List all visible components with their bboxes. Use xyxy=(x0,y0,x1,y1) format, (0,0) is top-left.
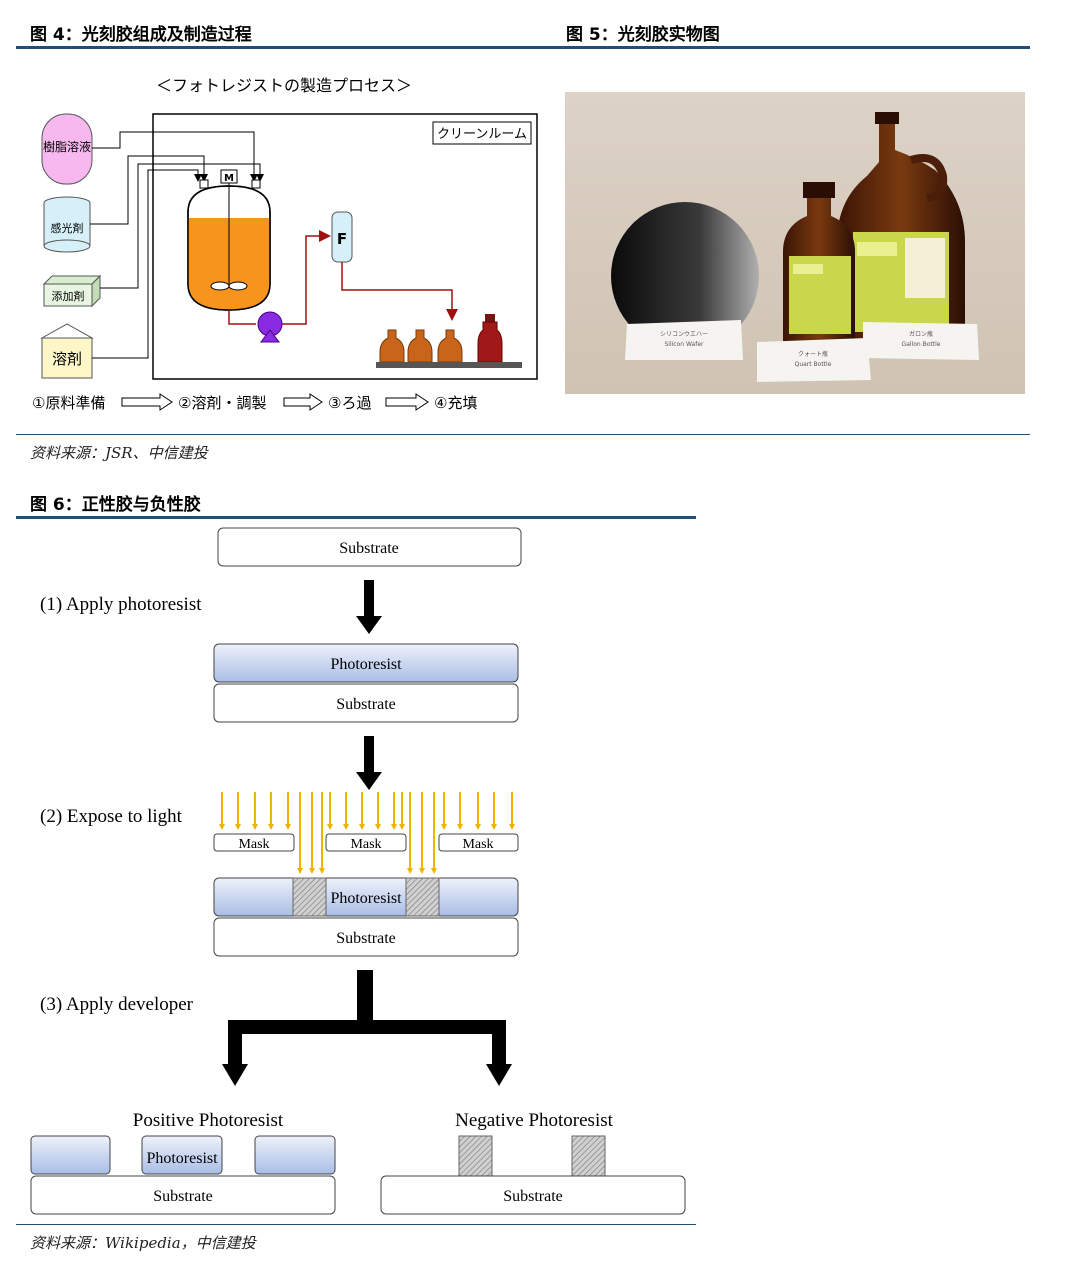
source2: 资料来源：Wikipedia，中信建投 xyxy=(30,1234,256,1252)
card-quart xyxy=(757,338,871,382)
filled-bottles xyxy=(379,314,503,363)
positive-substrate xyxy=(30,1175,336,1215)
step-3: ③ろ過 xyxy=(328,394,371,412)
fig5-product-photo: シリコンウエハー Silicon Wafer クォート瓶 Quart Bottl… xyxy=(565,92,1025,394)
photoresist-layer-2 xyxy=(213,877,519,917)
silicon-wafer xyxy=(611,202,759,350)
step-4: ④充填 xyxy=(434,394,477,412)
substrate-2 xyxy=(213,917,519,957)
arrow-down-1 xyxy=(356,616,382,634)
clean-room-label: クリーンルーム xyxy=(437,127,527,142)
svg-text:Substrate: Substrate xyxy=(153,1188,213,1205)
resin-solution-label: 樹脂溶液 xyxy=(43,139,91,154)
svg-text:Substrate: Substrate xyxy=(339,540,399,557)
svg-text:Photoresist: Photoresist xyxy=(146,1150,218,1167)
svg-text:Substrate: Substrate xyxy=(336,930,396,947)
svg-text:Gallon Bottle: Gallon Bottle xyxy=(902,341,941,348)
fig4-process-diagram: ＜フォトレジストの製造プロセス＞ クリーンルーム 樹脂溶液 感光剤 添加剤 溶剤… xyxy=(32,76,538,412)
branch-arrow xyxy=(222,970,512,1086)
fig6-diagram: Substrate (1) Apply photoresist Photores… xyxy=(30,527,686,1215)
photosensitizer-label: 感光剤 xyxy=(51,221,84,235)
clean-room-box xyxy=(152,113,538,380)
step-1: ①原料準備 xyxy=(32,394,105,412)
feed-line-photosensitizer xyxy=(90,155,208,225)
svg-text:Quart Bottle: Quart Bottle xyxy=(795,361,832,368)
svg-text:クォート瓶: クォート瓶 xyxy=(798,350,828,358)
arrow-down-2 xyxy=(356,772,382,790)
svg-text:Photoresist: Photoresist xyxy=(330,890,402,907)
svg-text:Mask: Mask xyxy=(350,837,381,852)
resin-solution-tank xyxy=(41,113,93,185)
conveyor xyxy=(376,362,522,368)
positive-resist-right xyxy=(254,1135,336,1175)
svg-text:Photoresist: Photoresist xyxy=(330,656,402,673)
feed-line-resin xyxy=(92,131,258,182)
substrate-initial xyxy=(217,527,522,567)
source1: 资料来源：JSR、中信建投 xyxy=(30,444,208,462)
negative-resist-left xyxy=(458,1135,493,1177)
positive-resist-left xyxy=(30,1135,111,1175)
fig4-diagram-title: ＜フォトレジストの製造プロセス＞ xyxy=(156,76,412,95)
card-wafer xyxy=(625,320,743,360)
substrate-1 xyxy=(213,683,519,723)
light-rays xyxy=(221,792,513,870)
negative-label: Negative Photoresist xyxy=(455,1110,614,1131)
clean-room-label-box xyxy=(432,121,532,145)
svg-text:Silicon Wafer: Silicon Wafer xyxy=(665,341,705,348)
negative-resist-right xyxy=(571,1135,606,1177)
source2-rule xyxy=(16,1224,696,1225)
step-2: ②溶剤・調製 xyxy=(178,394,266,412)
line-to-bottles xyxy=(341,262,458,321)
mask-left xyxy=(213,833,295,852)
svg-text:Mask: Mask xyxy=(238,837,269,852)
negative-substrate xyxy=(380,1175,686,1215)
svg-text:Substrate: Substrate xyxy=(503,1188,563,1205)
fig6-rule xyxy=(16,516,696,519)
positive-resist-center xyxy=(141,1135,223,1175)
mask-right xyxy=(438,833,519,852)
additive-label: 添加剤 xyxy=(52,289,85,303)
exposed-region-right xyxy=(405,877,440,917)
svg-text:M: M xyxy=(224,173,234,184)
photosensitizer-drum xyxy=(44,203,90,246)
card-gallon xyxy=(863,322,979,360)
line-to-pump xyxy=(228,310,256,325)
svg-text:シリコンウエハー: シリコンウエハー xyxy=(660,330,708,338)
svg-text:ガロン瓶: ガロン瓶 xyxy=(909,330,933,338)
svg-text:Substrate: Substrate xyxy=(336,696,396,713)
header-rule xyxy=(16,46,1030,49)
positive-label: Positive Photoresist xyxy=(133,1110,284,1131)
step2-label: (2) Expose to light xyxy=(40,806,183,827)
step1-label: (1) Apply photoresist xyxy=(40,594,202,615)
photoresist-layer-1 xyxy=(213,643,519,683)
step3-label: (3) Apply developer xyxy=(40,994,194,1015)
solvent-label: 溶剤 xyxy=(52,350,82,368)
svg-text:F: F xyxy=(337,230,347,248)
line-to-filter xyxy=(282,230,331,325)
feed-line-additive xyxy=(100,163,264,289)
mask-center xyxy=(325,833,407,852)
svg-text:Mask: Mask xyxy=(462,837,493,852)
exposed-region-left xyxy=(292,877,327,917)
fig6-title: 图 6：正性胶与负性胶 xyxy=(30,495,201,515)
additive-box xyxy=(43,283,93,307)
feed-line-solvent xyxy=(92,169,202,359)
fig4-title: 图 4：光刻胶组成及制造过程 xyxy=(30,25,252,45)
source1-rule xyxy=(16,434,1030,435)
fig5-title: 图 5：光刻胶实物图 xyxy=(566,25,720,45)
